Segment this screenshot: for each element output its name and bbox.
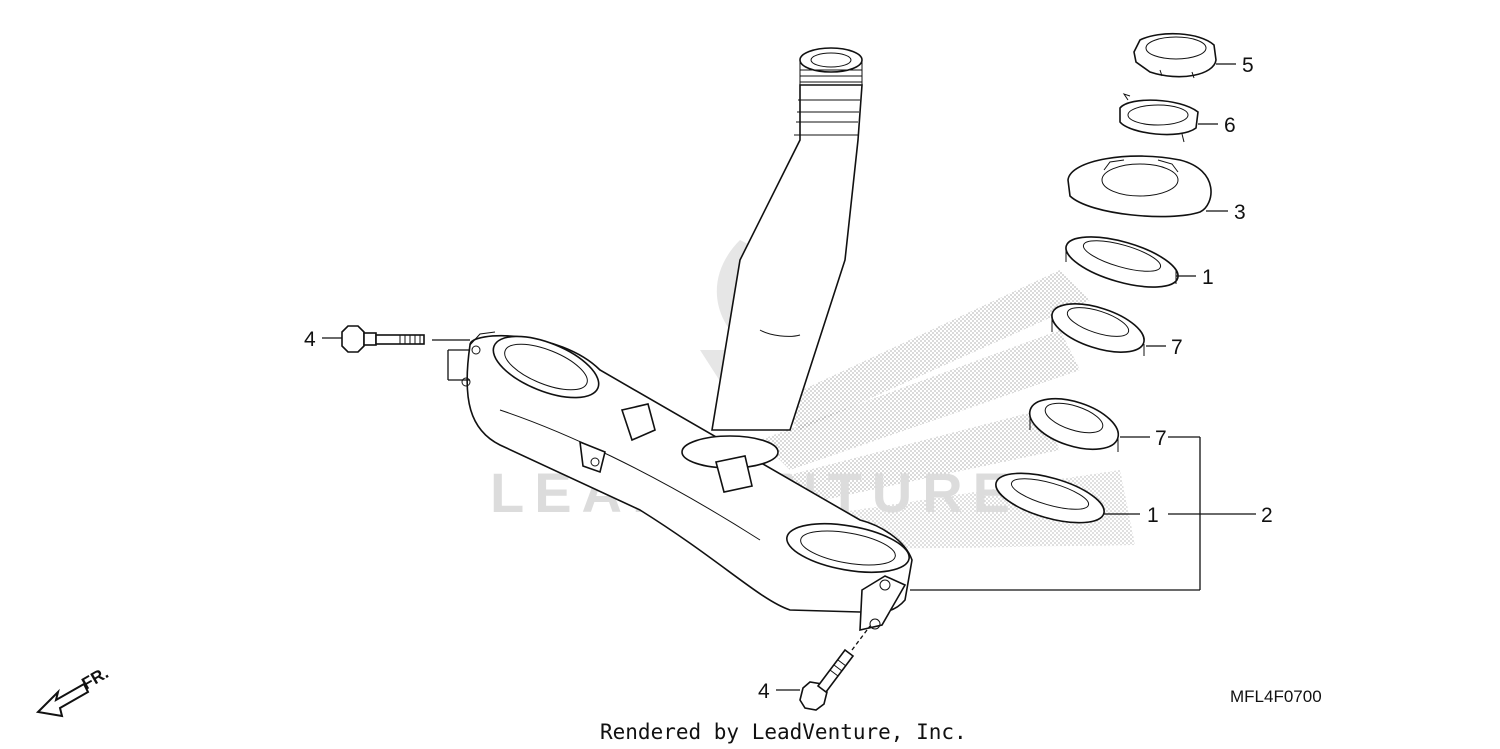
- callout-6: 6: [1224, 114, 1236, 137]
- ball-race-upper: [1065, 236, 1179, 288]
- bearing-race-cover: [1067, 155, 1212, 218]
- leader-lines: [322, 63, 1256, 691]
- lock-washer: [1119, 93, 1199, 143]
- dust-seal-lower: [1028, 397, 1120, 452]
- callout-7-upper: 7: [1171, 336, 1183, 359]
- callout-1-upper: 1: [1202, 266, 1214, 289]
- callout-5: 5: [1242, 54, 1254, 77]
- dust-seal-upper: [1051, 303, 1145, 356]
- callout-3: 3: [1234, 201, 1246, 224]
- pinch-bolt-top: [341, 325, 425, 353]
- callout-4-bottom: 4: [758, 680, 770, 703]
- callout-1-lower: 1: [1147, 504, 1159, 527]
- front-direction-arrow: FR.: [35, 663, 112, 718]
- bottom-bridge: [461, 331, 913, 632]
- steering-stem-shaft: [711, 47, 863, 431]
- diagram-code: MFL4F0700: [1230, 687, 1322, 706]
- ball-race-lower: [995, 472, 1105, 524]
- credit-text: Rendered by LeadVenture, Inc.: [600, 720, 967, 744]
- pinch-bolt-bottom: [799, 648, 855, 711]
- honda-wing-watermark: [760, 270, 1135, 550]
- callout-7-lower: 7: [1155, 427, 1167, 450]
- callout-4-top: 4: [304, 328, 316, 351]
- callout-2: 2: [1261, 504, 1273, 527]
- steering-stem-nut: [1133, 32, 1217, 79]
